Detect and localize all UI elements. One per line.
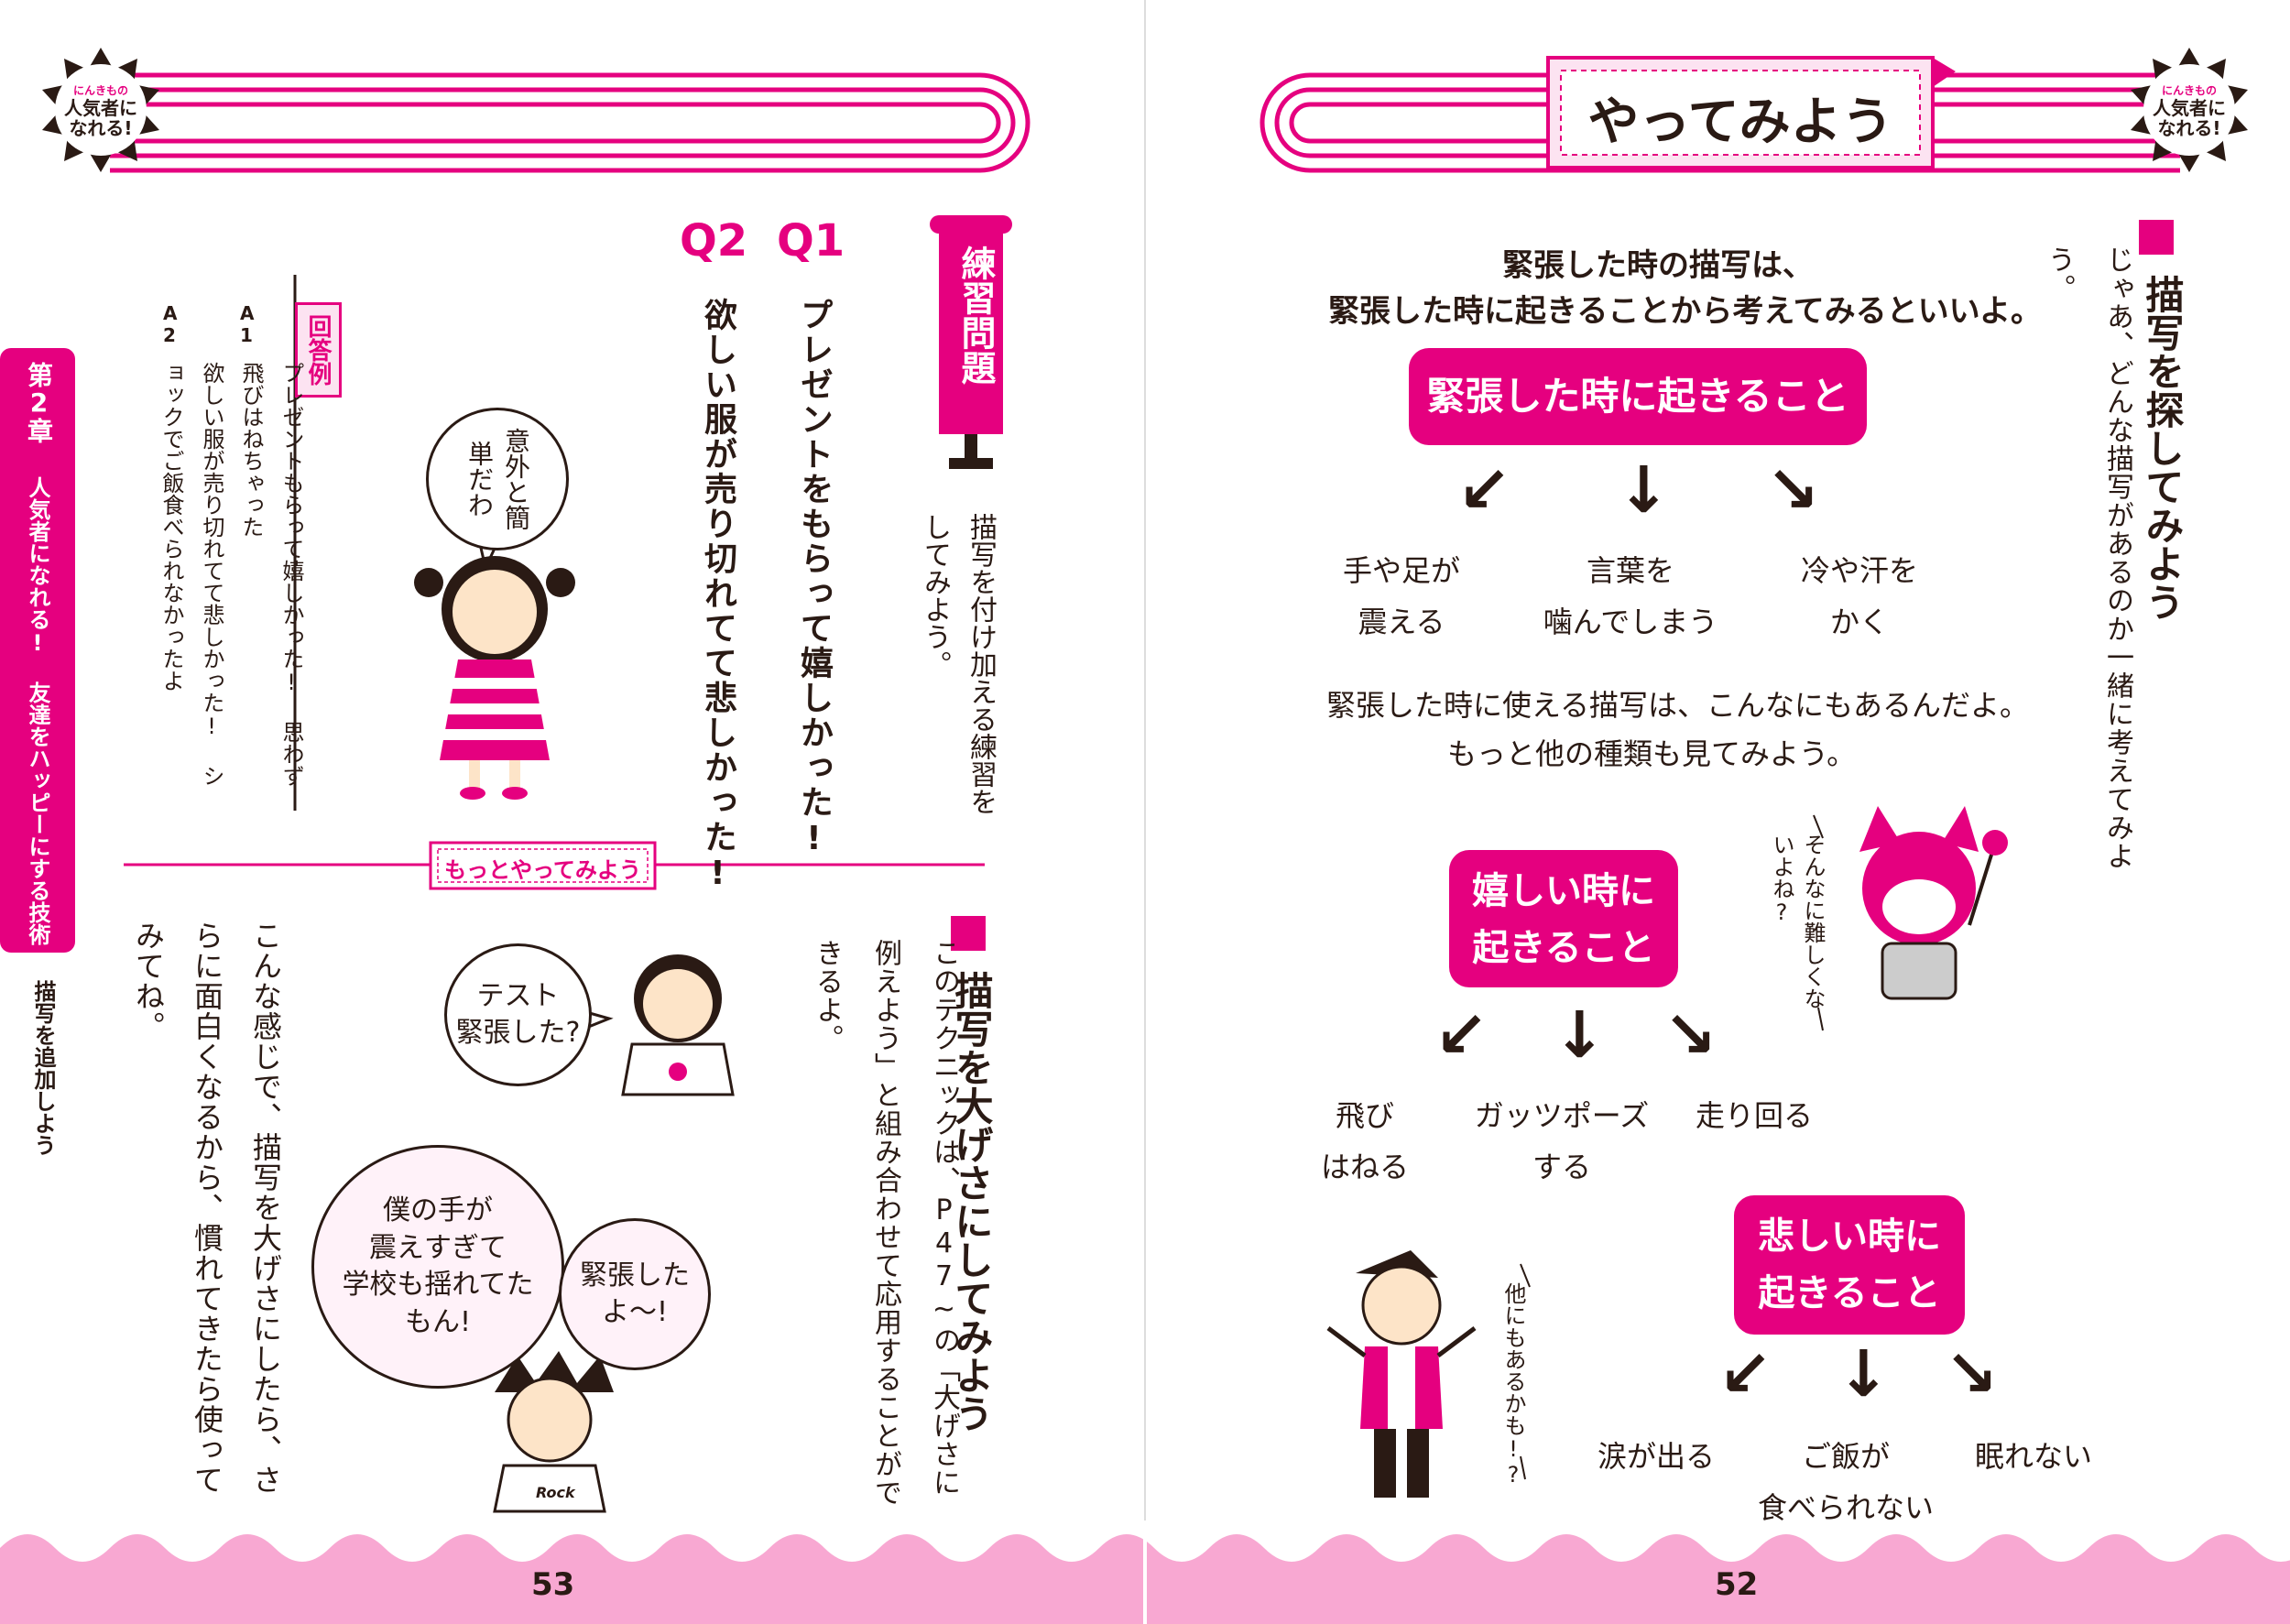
box1-item: 冷や汗を かく	[1800, 553, 1918, 639]
badge-text: 人気者になれる!	[2153, 97, 2226, 139]
left-top-stripes	[110, 72, 1030, 173]
left-section-heading: 描写を大げさにしてみよう	[949, 971, 994, 1433]
right-page-title: やってみよう	[1587, 93, 1893, 152]
more-label: もっとやってみよう	[444, 857, 641, 883]
question-1-text: プレゼントをもらって嬉しかった!	[795, 298, 833, 859]
answer-1-label: A1	[240, 302, 255, 346]
box3-item: ご飯が 食べられない	[1757, 1439, 1934, 1525]
badge-right: にんきもの 人気者になれる!	[2145, 82, 2233, 138]
arrow-down: ↓	[1617, 452, 1671, 528]
intro-line-2: 緊張した時に起きることから考えてみるといいよ。	[1328, 293, 2042, 330]
boy-illustration	[493, 1351, 614, 1513]
speech-bubble-girl: 意外と簡単だわ	[426, 408, 569, 550]
box1-item: 言葉を 噛んでしまう	[1543, 553, 1718, 639]
answer-2-text: 欲しい服が売り切れてて悲しかった! ショックでご飯食べられなかったよ	[158, 362, 224, 787]
side-tab-subtitle: 描写を追加しよう	[30, 980, 56, 1156]
page-number-left: 53	[531, 1566, 575, 1603]
man-illustration	[1326, 1250, 1477, 1498]
left-closing: こんな感じで、描写を大げさにしたら、さらに面白くなるから、慣れてきたら使ってみて…	[131, 921, 283, 1495]
question-1-label: Q1	[777, 215, 845, 267]
page-number-right: 52	[1715, 1566, 1759, 1603]
side-tab-title: 人気者になれる! 友達をハッピーにする技術	[25, 476, 50, 945]
arrow-down: ↓	[1553, 997, 1607, 1073]
box2-item: ガッツポーズ する	[1474, 1098, 1650, 1184]
right-title-frame	[1546, 56, 1956, 169]
arrow-down: ↓	[1837, 1336, 1891, 1411]
side-tab-chapter: 第2章	[24, 362, 54, 443]
cat-speech: そんなに難しくないよね?	[1769, 834, 1826, 1009]
right-section-heading: 描写を探してみよう	[2140, 275, 2185, 621]
speech-bubble-boy: 僕の手が 震えすぎて 学校も揺れてた もん!	[311, 1145, 564, 1389]
practice-banner-label: 練習問題	[955, 245, 996, 385]
man-speech: 他にもあるかも!?	[1500, 1282, 1526, 1488]
sad-box: 悲しい時に 起きること	[1734, 1195, 1965, 1335]
mid-line-1: 緊張した時に使える描写は、こんなにもあるんだよ。	[1326, 688, 2030, 723]
practice-banner-scroll	[930, 215, 1012, 469]
badge-star-left	[42, 48, 159, 172]
nervous-box: 緊張した時に起きること	[1409, 348, 1867, 445]
badge-left: にんきもの 人気者になれる!	[57, 82, 145, 138]
answer-2-label: A2	[163, 302, 178, 346]
side-tab-bg	[0, 348, 75, 953]
question-2-text: 欲しい服が売り切れてて悲しかった!	[699, 298, 736, 894]
right-top-stripes	[1260, 72, 2180, 173]
girl-illustration	[414, 556, 575, 800]
box2-item: 飛び はねる	[1320, 1098, 1409, 1184]
badge-star-right	[2131, 48, 2248, 172]
question-2-label: Q2	[680, 215, 748, 267]
hoodie-girl-illustration	[621, 954, 735, 1096]
cat-illustration	[1859, 806, 2008, 1000]
speech-bubble-small: 緊張した よ〜!	[559, 1218, 711, 1370]
section-marker-left	[951, 916, 986, 951]
shirt-text: Rock	[536, 1484, 575, 1501]
mid-line-2: もっと他の種類も見てみよう。	[1447, 736, 1857, 771]
practice-instruction: 描写を付け加える練習をしてみよう。	[919, 513, 997, 815]
more-label-frame	[429, 841, 657, 890]
box1-item: 手や足が 震える	[1342, 553, 1460, 639]
badge-ruby: にんきもの	[2161, 84, 2217, 97]
happy-box: 嬉しい時に 起きること	[1449, 850, 1678, 987]
badge-text: 人気者になれる!	[64, 97, 137, 139]
right-section-body: じゃあ、どんな描写があるのか一緒に考えてみよう。	[2043, 245, 2133, 870]
box3-item: 涙が出る	[1597, 1439, 1715, 1474]
intro-line-1: 緊張した時の描写は、	[1502, 247, 1814, 284]
answer-1-text: プレゼントもらって嬉しかった! 思わず飛びはねちゃった	[238, 362, 304, 787]
answer-tag: 回答例	[295, 302, 342, 398]
box2-item: 走り回る	[1695, 1098, 1813, 1133]
box3-item: 眠れない	[1974, 1439, 2092, 1474]
speech-bubble-test: テスト 緊張した?	[444, 943, 592, 1086]
section-marker-right	[2139, 220, 2174, 255]
badge-ruby: にんきもの	[72, 84, 128, 97]
left-section-body: このテクニックは、P47~の「大げさに例えよう」と組み合わせて応用することができ…	[811, 939, 960, 1507]
